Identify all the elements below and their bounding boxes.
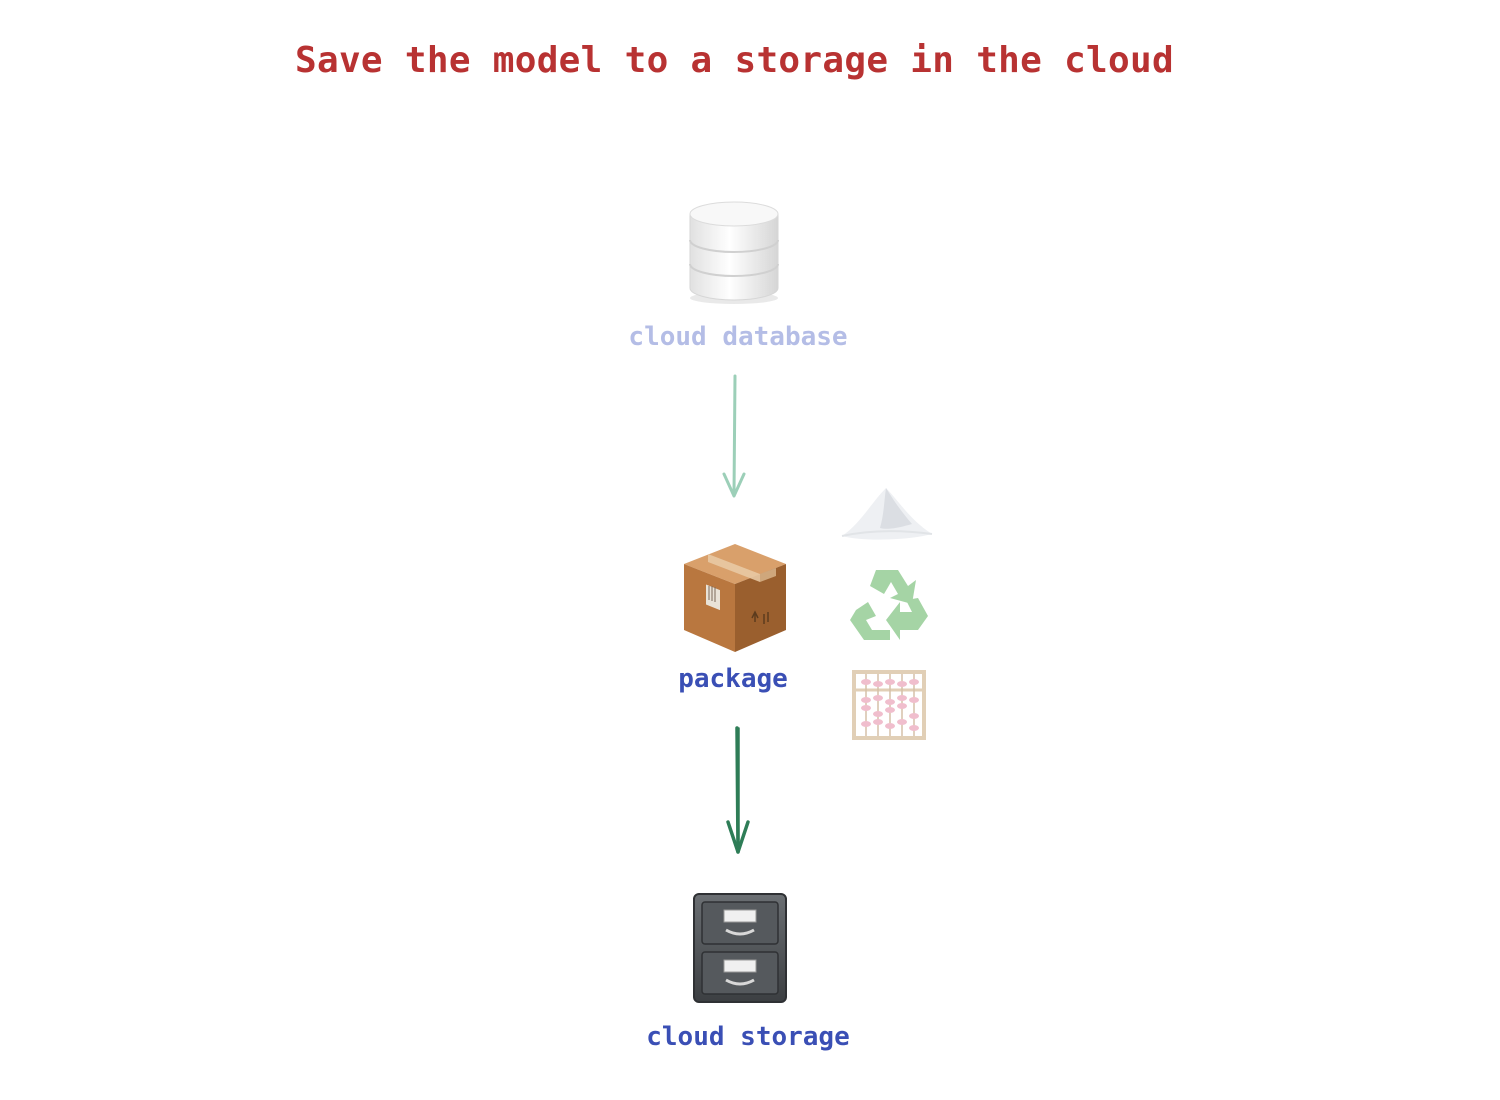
package-label: package <box>678 664 788 694</box>
page-title: Save the model to a storage in the cloud <box>295 40 1174 81</box>
file-cabinet-icon <box>692 892 788 1004</box>
database-label: cloud database <box>628 322 848 352</box>
database-icon <box>686 198 782 306</box>
arrow-package-to-storage <box>720 726 756 858</box>
abacus-icon <box>852 670 926 740</box>
storage-label: cloud storage <box>646 1022 850 1052</box>
arrow-database-to-package <box>718 374 752 502</box>
snow-mountain-icon <box>840 484 934 542</box>
package-box-icon <box>680 540 790 656</box>
recycle-icon <box>846 564 932 642</box>
